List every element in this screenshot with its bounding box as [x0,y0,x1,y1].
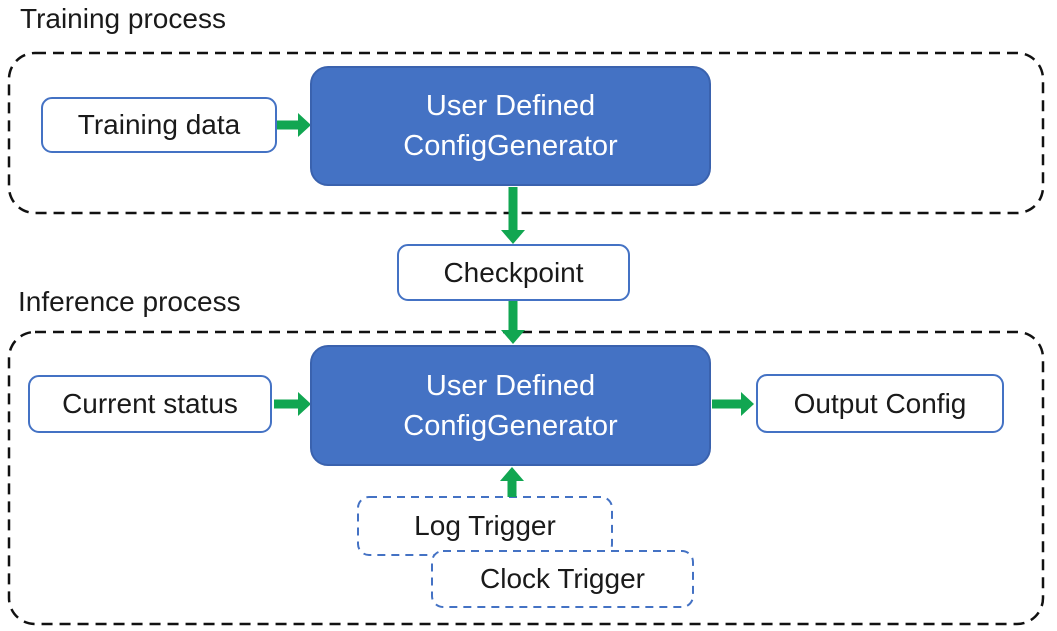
training-process-label: Training process [20,3,226,34]
log-trigger-box [357,496,613,556]
training-config-generator-line1: User Defined [425,90,596,122]
inference-process-label: Inference process [18,286,241,317]
training-data-box: Training data [41,97,277,153]
training-process-container [7,51,1045,215]
inference-process-container [7,330,1045,626]
checkpoint-in-arrow-icon [501,187,525,244]
checkpoint-out-arrow-icon [501,301,525,344]
training-input-arrow-icon [277,113,311,137]
output-config-box: Output Config [756,374,1004,433]
training-config-generator-box: User Defined ConfigGenerator [310,66,711,186]
inference-config-generator-box: User Defined ConfigGenerator [310,345,711,466]
checkpoint-box: Checkpoint [397,244,630,301]
training-config-generator-line2: ConfigGenerator [403,130,618,162]
output-arrow-icon [712,392,754,416]
trigger-up-arrow-icon [500,467,524,497]
clock-trigger-box [431,550,694,608]
inference-input-arrow-icon [274,392,311,416]
inference-config-generator-line1: User Defined [425,369,596,402]
current-status-box: Current status [28,375,272,433]
inference-config-generator-line2: ConfigGenerator [403,409,618,442]
